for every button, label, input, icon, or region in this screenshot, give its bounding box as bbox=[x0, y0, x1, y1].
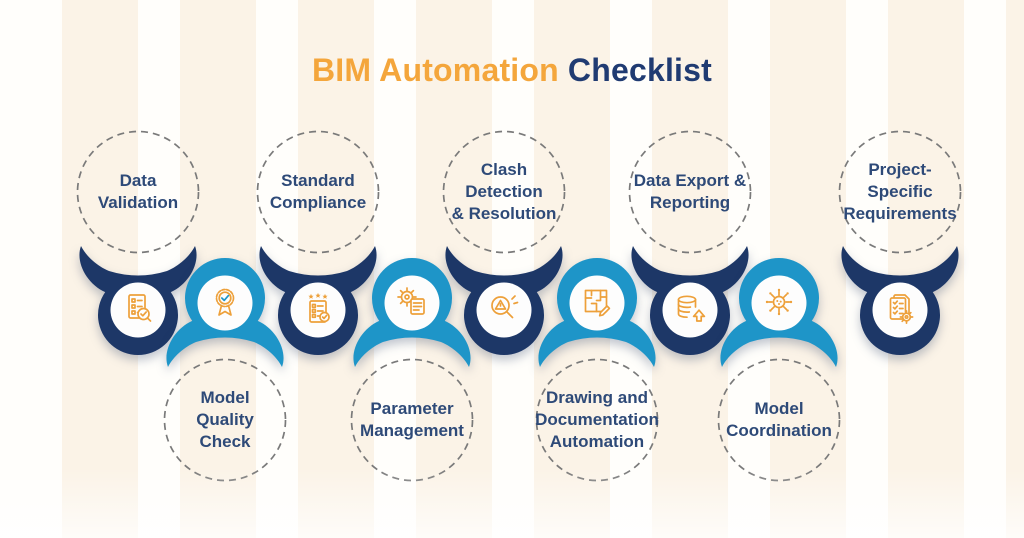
dashed-circle bbox=[717, 358, 841, 482]
title-rest: Checklist bbox=[567, 52, 712, 88]
award-badge-check-icon bbox=[205, 283, 245, 323]
dashed-circle bbox=[628, 130, 752, 254]
dashed-circle bbox=[838, 130, 962, 254]
step-circle-project-specific: Project-Specific Requirements bbox=[838, 130, 962, 254]
floorplan-pencil-icon bbox=[577, 283, 617, 323]
dashed-circle bbox=[76, 130, 200, 254]
step-circle-model-quality: Model Quality Check bbox=[163, 358, 287, 482]
step-circle-drawing-automation: Drawing and Documentation Automation bbox=[535, 358, 659, 482]
step-circle-data-export: Data Export & Reporting bbox=[628, 130, 752, 254]
step-label: Model Quality Check bbox=[196, 387, 254, 452]
network-nodes-icon bbox=[759, 283, 799, 323]
clipboard-stars-check-icon bbox=[298, 290, 338, 330]
dashed-circle bbox=[350, 358, 474, 482]
step-label: Parameter Management bbox=[360, 398, 464, 440]
document-checks-gear-icon bbox=[880, 290, 920, 330]
step-label: Drawing and Documentation Automation bbox=[535, 387, 659, 452]
step-circle-parameter-management: Parameter Management bbox=[350, 358, 474, 482]
step-label: Clash Detection & Resolution bbox=[451, 159, 557, 224]
dashed-circle bbox=[163, 358, 287, 482]
step-circle-standard-compliance: Standard Compliance bbox=[256, 130, 380, 254]
step-circle-model-coordination: Model Coordination bbox=[717, 358, 841, 482]
database-upload-arrow-icon bbox=[670, 290, 710, 330]
dashed-circle bbox=[256, 130, 380, 254]
document-checklist-search-icon bbox=[118, 290, 158, 330]
step-circle-data-validation: Data Validation bbox=[76, 130, 200, 254]
dashed-circle bbox=[535, 358, 659, 482]
dashed-circle bbox=[442, 130, 566, 254]
claw-clash-detection bbox=[439, 240, 569, 355]
step-label: Model Coordination bbox=[726, 398, 832, 440]
title-highlight: BIM Automation bbox=[311, 52, 559, 88]
step-label: Project-Specific Requirements bbox=[843, 159, 957, 224]
magnifier-warning-icon bbox=[484, 290, 524, 330]
step-label: Standard Compliance bbox=[269, 170, 367, 212]
step-label: Data Validation bbox=[97, 170, 179, 212]
step-label: Data Export & Reporting bbox=[633, 170, 747, 212]
claw-data-export bbox=[625, 240, 755, 355]
gear-document-icon bbox=[392, 283, 432, 323]
step-circle-clash-detection: Clash Detection & Resolution bbox=[442, 130, 566, 254]
